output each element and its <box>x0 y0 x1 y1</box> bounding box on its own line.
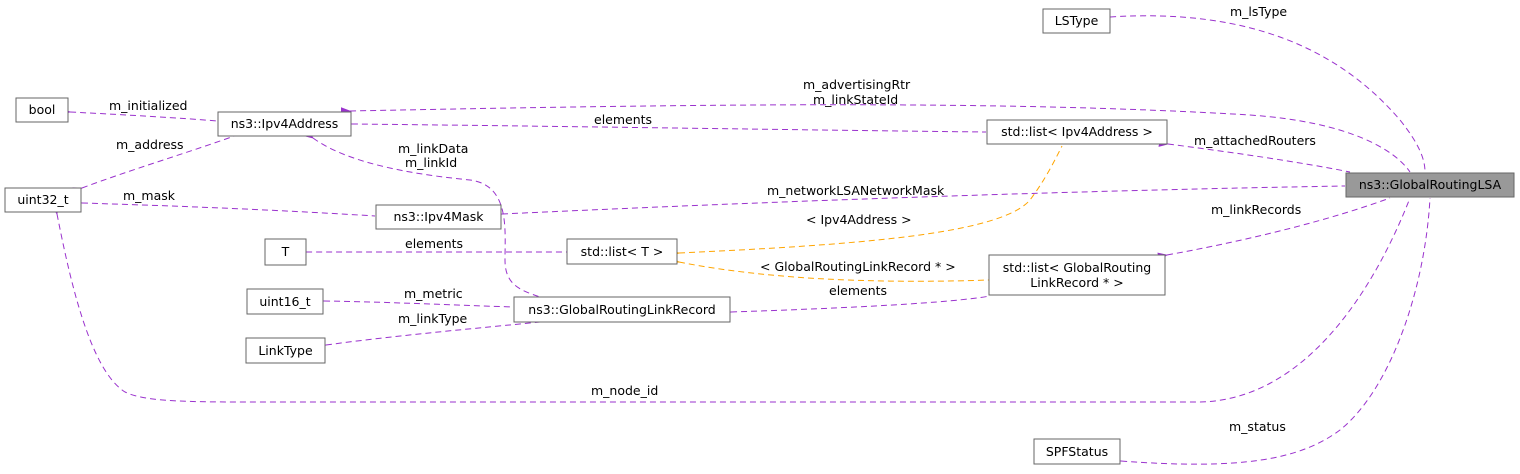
edge-m-linkData: m_linkData m_linkId <box>303 129 541 298</box>
edge-label-m-mask: m_mask <box>123 188 176 203</box>
edge-m-linkRecords: m_linkRecords <box>1157 197 1391 261</box>
edge-label-template-linkrecord: < GlobalRoutingLinkRecord * > <box>760 259 956 274</box>
node-label-bool: bool <box>29 102 56 117</box>
edge-label-elements-linkrecord: elements <box>829 283 887 298</box>
edge-label-m-networkLSANetworkMask: m_networkLSANetworkMask <box>767 183 945 198</box>
edge-m-node-id: m_node_id <box>51 197 1411 403</box>
node-bool[interactable]: bool <box>15 97 69 123</box>
edge-label-m-linkId: m_linkId <box>405 155 457 170</box>
node-label-list-linkrecord-line1: std::list< GlobalRouting <box>1003 260 1151 275</box>
edge-elements-ipv4address: elements <box>342 112 987 133</box>
node-label-list-linkrecord-line2: LinkRecord * > <box>1030 275 1123 290</box>
edge-m-mask: m_mask <box>72 188 376 217</box>
edge-label-m-advertisingRtr: m_advertisingRtr <box>803 77 911 92</box>
edge-label-m-address: m_address <box>116 137 184 152</box>
edge-label-m-attachedRouters: m_attachedRouters <box>1194 133 1316 148</box>
edge-m-advertisingRtr: m_advertisingRtr m_linkStateId <box>340 77 1411 173</box>
edge-m-initialized: m_initialized <box>60 98 219 122</box>
edge-label-m-linkType: m_linkType <box>398 311 468 326</box>
node-list-linkrecord[interactable]: std::list< GlobalRouting LinkRecord * > <box>988 254 1166 296</box>
node-spfstatus[interactable]: SPFStatus <box>1033 438 1121 465</box>
edge-label-m-lsType: m_lsType <box>1230 4 1287 19</box>
node-label-t: T <box>281 244 290 259</box>
node-list-ipv4address[interactable]: std::list< Ipv4Address > <box>986 119 1168 145</box>
edge-label-m-status: m_status <box>1229 419 1286 434</box>
node-t[interactable]: T <box>264 238 307 266</box>
edge-label-m-linkStateId: m_linkStateId <box>813 92 898 107</box>
node-uint16[interactable]: uint16_t <box>246 288 324 315</box>
edge-m-lsType: m_lsType <box>1100 4 1426 173</box>
edge-elements-linkrecord: elements <box>721 283 991 317</box>
edge-label-m-metric: m_metric <box>404 286 463 301</box>
edge-m-linkType: m_linkType <box>316 311 541 351</box>
node-label-spfstatus: SPFStatus <box>1046 444 1108 459</box>
edge-m-status: m_status <box>1111 197 1431 465</box>
edge-label-m-linkData: m_linkData <box>398 141 468 156</box>
node-label-uint32: uint32_t <box>17 192 68 207</box>
node-list-t[interactable]: std::list< T > <box>566 238 678 265</box>
node-lstype[interactable]: LSType <box>1042 8 1111 34</box>
edge-elements-t: elements <box>297 236 567 256</box>
node-uint32[interactable]: uint32_t <box>4 187 82 213</box>
node-ipv4address[interactable]: ns3::Ipv4Address <box>217 111 352 137</box>
edge-m-networkLSANetworkMask: m_networkLSANetworkMask <box>492 183 1346 219</box>
edge-label-m-node-id: m_node_id <box>591 383 658 398</box>
node-label-ipv4mask: ns3::Ipv4Mask <box>394 209 485 224</box>
node-linktype[interactable]: LinkType <box>245 337 326 364</box>
edge-label-m-initialized: m_initialized <box>109 98 187 113</box>
node-label-list-t: std::list< T > <box>581 244 664 259</box>
node-label-linktype: LinkType <box>258 343 313 358</box>
edge-m-metric: m_metric <box>314 286 515 308</box>
node-ipv4mask[interactable]: ns3::Ipv4Mask <box>375 204 502 230</box>
edge-label-elements-t: elements <box>405 236 463 251</box>
node-label-uint16: uint16_t <box>259 294 310 309</box>
edge-label-m-linkRecords: m_linkRecords <box>1211 202 1301 217</box>
node-label-globalroutinglsa: ns3::GlobalRoutingLSA <box>1359 177 1502 192</box>
edge-m-attachedRouters: m_attachedRouters <box>1158 133 1351 173</box>
edge-m-address: m_address <box>72 133 241 195</box>
node-label-list-ipv4address: std::list< Ipv4Address > <box>1001 124 1153 139</box>
node-label-linkrecord: ns3::GlobalRoutingLinkRecord <box>528 302 715 317</box>
edge-label-elements-ipv4address: elements <box>594 112 652 127</box>
node-globalroutinglsa[interactable]: ns3::GlobalRoutingLSA <box>1345 172 1515 198</box>
node-linkrecord[interactable]: ns3::GlobalRoutingLinkRecord <box>513 296 731 323</box>
edge-template-linkrecord: < GlobalRoutingLinkRecord * > <box>669 256 990 282</box>
edge-label-template-ipv4address: < Ipv4Address > <box>806 212 912 227</box>
edge-template-ipv4address: < Ipv4Address > <box>669 145 1063 258</box>
node-label-lstype: LSType <box>1055 13 1099 28</box>
node-label-ipv4address: ns3::Ipv4Address <box>231 116 339 131</box>
